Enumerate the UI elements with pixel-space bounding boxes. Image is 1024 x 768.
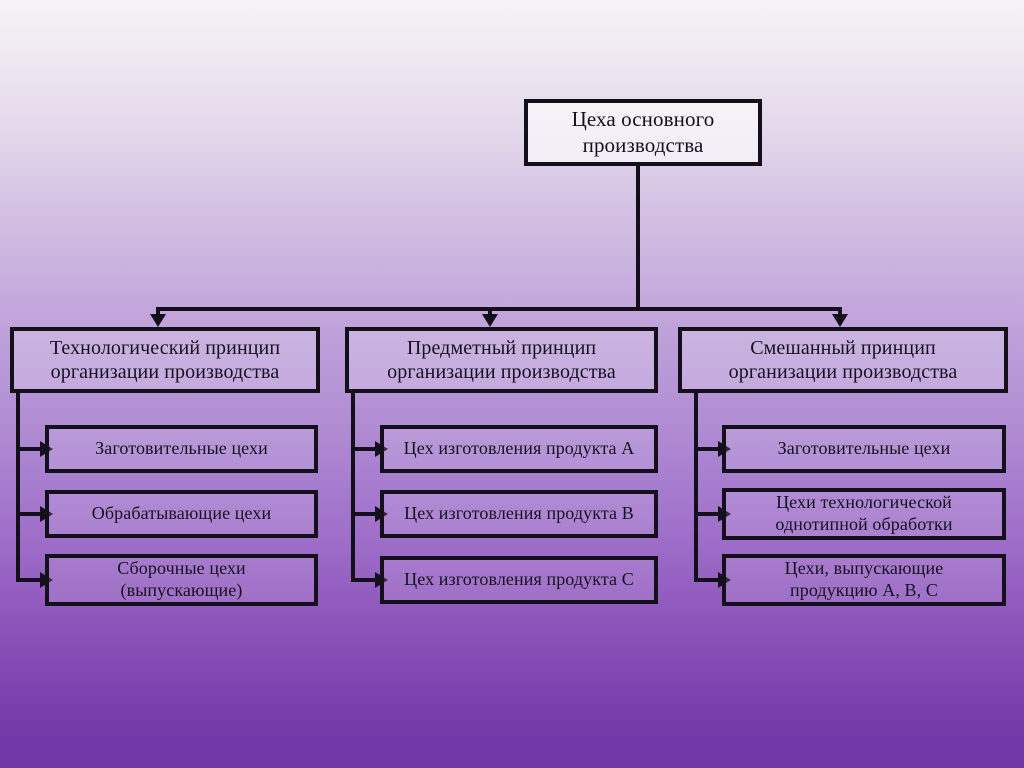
branch-header-1[interactable]: Технологический принцип организации прои… bbox=[10, 327, 320, 393]
connector-stub-3-2 bbox=[694, 512, 720, 516]
connector-stub-2-2 bbox=[351, 512, 377, 516]
leaf-node-2-1[interactable]: Цех изготовления продукта A bbox=[380, 425, 658, 473]
branch-header-1-line-1: Технологический принцип bbox=[49, 336, 281, 359]
leaf-node-3-2[interactable]: Цехи технологической однотипной обработк… bbox=[722, 488, 1006, 540]
connector-stub-1-2 bbox=[16, 512, 42, 516]
leaf-node-3-3-line-2: продукцию A, B, C bbox=[790, 580, 938, 600]
leaf-node-1-1-line-1: Заготовительные цехи bbox=[95, 438, 268, 459]
leaf-node-3-3[interactable]: Цехи, выпускающие продукцию A, B, C bbox=[722, 554, 1006, 606]
connector-drop-branch-1 bbox=[156, 307, 160, 316]
connector-drop-branch-3 bbox=[838, 307, 842, 316]
connector-stub-2-3 bbox=[351, 578, 377, 582]
connector-drop-branch-2 bbox=[488, 307, 492, 316]
leaf-node-3-1[interactable]: Заготовительные цехи bbox=[722, 425, 1006, 473]
branch-header-1-line-2: организации производства bbox=[50, 361, 280, 383]
branch-header-3-line-2: организации производства bbox=[728, 361, 958, 383]
branch-header-2-line-1: Предметный принцип bbox=[406, 336, 597, 359]
leaf-node-1-3-line-1: Сборочные цехи bbox=[117, 558, 246, 579]
branch-header-3-line-1: Смешанный принцип bbox=[750, 336, 936, 359]
arrow-down-icon-branch-2 bbox=[482, 314, 498, 327]
leaf-node-1-3[interactable]: Сборочные цехи (выпускающие) bbox=[45, 554, 318, 606]
leaf-node-2-2[interactable]: Цех изготовления продукта B bbox=[380, 490, 658, 538]
leaf-node-2-1-line-1: Цех изготовления продукта A bbox=[403, 438, 635, 459]
leaf-node-3-2-line-1: Цехи технологической bbox=[776, 492, 952, 513]
connector-stub-2-1 bbox=[351, 447, 377, 451]
leaf-node-1-3-line-2: (выпускающие) bbox=[120, 580, 243, 600]
leaf-node-2-2-line-1: Цех изготовления продукта B bbox=[404, 503, 634, 524]
branch-header-3[interactable]: Смешанный принцип организации производст… bbox=[678, 327, 1008, 393]
arrow-down-icon-branch-1 bbox=[150, 314, 166, 327]
leaf-node-3-3-line-1: Цехи, выпускающие bbox=[784, 558, 944, 579]
branch-header-2-line-2: организации производства bbox=[387, 361, 616, 383]
connector-spine-branch-3 bbox=[694, 389, 698, 582]
root-node-line-2: производства bbox=[582, 132, 704, 157]
branch-header-2[interactable]: Предметный принцип организации производс… bbox=[345, 327, 658, 393]
leaf-node-3-1-line-1: Заготовительные цехи bbox=[777, 438, 951, 459]
connector-spine-branch-1 bbox=[16, 389, 20, 582]
connector-stub-3-3 bbox=[694, 578, 720, 582]
connector-spine-branch-2 bbox=[351, 389, 355, 582]
leaf-node-2-3[interactable]: Цех изготовления продукта C bbox=[380, 556, 658, 604]
leaf-node-1-2-line-1: Обрабатывающие цехи bbox=[91, 503, 272, 524]
arrow-down-icon-branch-3 bbox=[832, 314, 848, 327]
connector-stub-1-3 bbox=[16, 578, 42, 582]
connector-stub-1-1 bbox=[16, 447, 42, 451]
leaf-node-1-2[interactable]: Обрабатывающие цехи bbox=[45, 490, 318, 538]
root-node[interactable]: Цеха основного производства bbox=[524, 99, 762, 166]
root-node-line-1: Цеха основного bbox=[571, 106, 715, 131]
connector-stub-3-1 bbox=[694, 447, 720, 451]
leaf-node-2-3-line-1: Цех изготовления продукта C bbox=[404, 569, 634, 590]
leaf-node-3-2-line-2: однотипной обработки bbox=[775, 514, 953, 534]
connector-distribution-bar bbox=[156, 307, 842, 311]
leaf-node-1-1[interactable]: Заготовительные цехи bbox=[45, 425, 318, 473]
connector-root-stem bbox=[636, 166, 640, 307]
